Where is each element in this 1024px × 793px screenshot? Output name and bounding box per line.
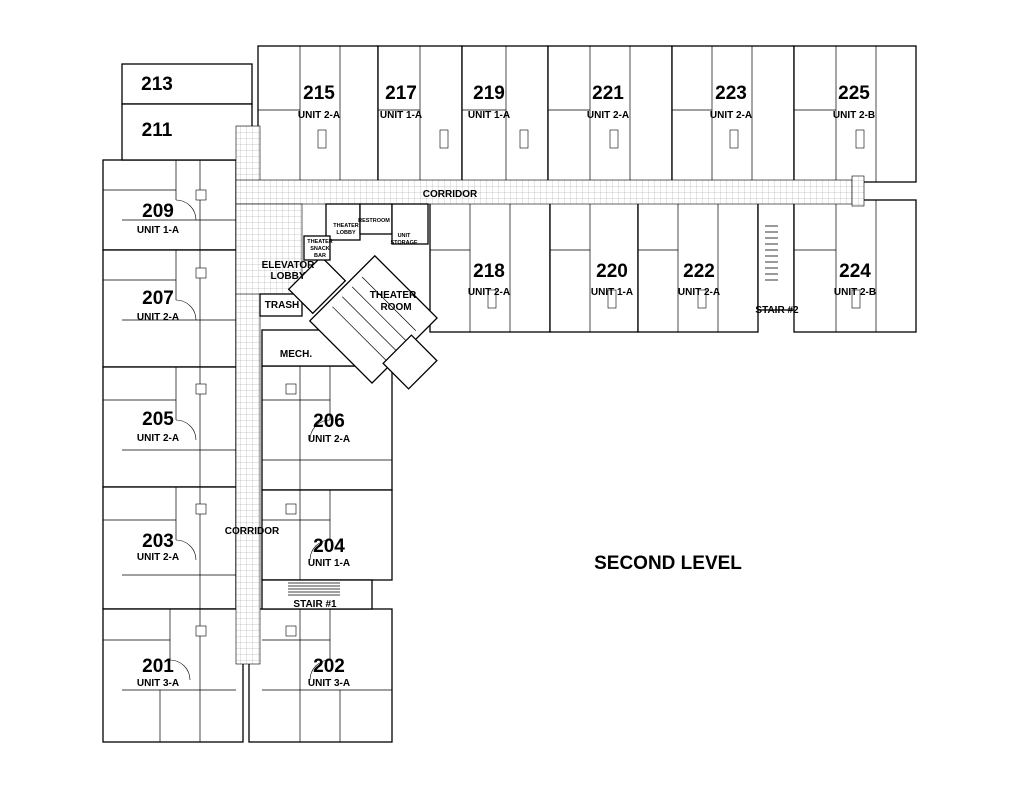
unit-type: UNIT 2-A [137,552,179,563]
theater-projection [382,334,438,390]
unit-211-outline [121,103,253,161]
room-labels: CORRIDOR CORRIDOR ELEVATOR LOBBY TRASH M… [225,189,799,610]
stair-2-treads [765,225,778,281]
fixtures [169,129,865,681]
unit-storage-label: UNIT [398,233,411,239]
unit-number: 220 [596,261,628,282]
snack-bar-label: SNACK [310,246,330,252]
unit-type: UNIT 2-A [587,110,629,121]
unit-number: 209 [142,201,174,222]
unit-type: UNIT 2-A [137,433,179,444]
unit-number: 205 [142,409,174,430]
unit-type: UNIT 2-A [710,110,752,121]
unit-209-outline [102,159,237,251]
unit-202-outline [248,608,393,743]
unit-number: 224 [839,261,871,282]
unit-type: UNIT 1-A [137,225,179,236]
unit-type: UNIT 2-A [678,287,720,298]
unit-type: UNIT 3-A [308,678,350,689]
unit-type: UNIT 2-A [298,110,340,121]
unit-215-outline [257,45,379,183]
stair-1-outline [261,579,373,610]
theater-lobby [325,203,361,241]
mech-label: MECH. [280,349,312,360]
trash-room [259,293,303,317]
unit-number: 222 [683,261,715,282]
restroom-label: RESTROOM [358,218,390,224]
unit-201-outline [102,608,244,743]
unit-205-outline [102,366,237,488]
corridor-horizontal [235,179,853,205]
unit-number: 215 [303,83,335,104]
unit-type: UNIT 1-A [380,110,422,121]
unit-number: 207 [142,288,174,309]
unit-number: 223 [715,83,747,104]
unit-206-outline [261,365,393,491]
unit-type: UNIT 1-A [591,287,633,298]
theater-room-label: ROOM [380,302,411,313]
restroom [359,203,393,235]
unit-218-outline [429,199,551,333]
unit-207-outline [102,249,237,368]
unit-number: 225 [838,83,870,104]
stair-1-label: STAIR #1 [293,599,337,610]
unit-number: 219 [473,83,505,104]
stair-2-outline [757,199,795,311]
snack-bar-label: THEATER [307,239,333,245]
unit-type: UNIT 2-B [833,110,875,121]
unit-number: 221 [592,83,624,104]
unit-labels: 213 211 209 UNIT 1-A 207 UNIT 2-A 205 UN… [137,74,876,689]
unit-number: 204 [313,536,345,557]
elevator-lobby-label: ELEVATOR [262,260,316,271]
elevator-lobby-floor [235,203,303,295]
snack-bar-label: BAR [314,253,326,259]
unit-type: UNIT 2-A [137,312,179,323]
unit-number: 213 [141,74,173,95]
unit-type: UNIT 3-A [137,678,179,689]
unit-221-outline [547,45,673,183]
elevator-lobby-label: LOBBY [271,271,306,282]
plan-title: SECOND LEVEL [594,553,742,574]
theater-room-label: THEATER [370,290,417,301]
elevator-shaft [287,255,347,315]
corridor-label: CORRIDOR [225,526,280,537]
unit-number: 217 [385,83,417,104]
unit-203-outline [102,486,237,610]
stair-2-label: STAIR #2 [755,305,799,316]
unit-type: UNIT 1-A [468,110,510,121]
unit-223-outline [671,45,795,183]
unit-type: UNIT 2-A [468,287,510,298]
unit-number: 202 [313,656,345,677]
snack-bar [303,235,331,261]
unit-number: 201 [142,656,174,677]
unit-213-outline [121,63,253,105]
theater-lobby-label: THEATER [333,223,359,229]
unit-225-outline [793,45,917,183]
unit-number: 211 [142,120,173,141]
unit-220-outline [549,199,639,333]
building-walls [102,45,917,743]
unit-number: 218 [473,261,505,282]
unit-type: UNIT 2-B [834,287,876,298]
unit-type: UNIT 1-A [308,558,350,569]
stair-1-treads [288,582,340,596]
interior-partitions [103,46,877,742]
theater-lobby-label: LOBBY [336,230,356,236]
trash-label: TRASH [265,300,299,311]
unit-number: 203 [142,531,174,552]
unit-number: 206 [313,411,345,432]
corridor-label: CORRIDOR [423,189,478,200]
unit-type: UNIT 2-A [308,434,350,445]
corridor-end [851,175,865,207]
unit-storage [391,203,429,245]
unit-storage-label: STORAGE [390,240,417,246]
unit-222-outline [637,199,759,333]
